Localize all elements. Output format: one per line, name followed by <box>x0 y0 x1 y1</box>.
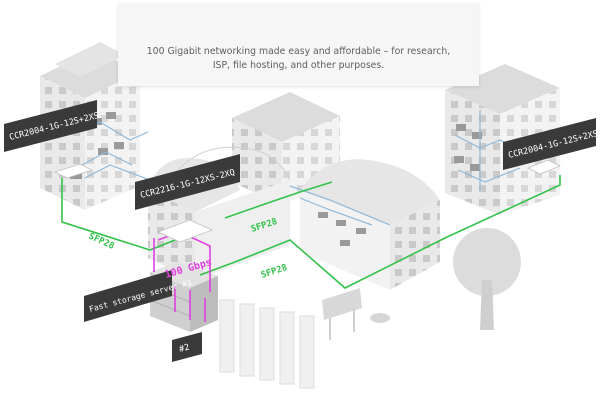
sign <box>322 288 390 340</box>
sfp28-label-bottom: SFP28 <box>260 263 289 281</box>
tree <box>453 228 521 330</box>
router-device-right <box>527 159 561 175</box>
router-device-center <box>156 219 214 243</box>
label-storage-server-2: #2 <box>172 332 202 362</box>
router-device-left <box>53 163 94 179</box>
fence <box>219 299 315 389</box>
office-desks-warehouse <box>318 212 366 246</box>
label-storage-server-2-text: #2 <box>178 343 190 355</box>
caption-text: 100 Gigabit networking made easy and aff… <box>118 45 479 73</box>
left-building <box>40 42 151 210</box>
caption-box: 100 Gigabit networking made easy and aff… <box>118 3 479 86</box>
sfp28-links <box>61 175 561 289</box>
caption-line-2: ISP, file hosting, and other purposes. <box>212 60 385 71</box>
warehouse-building <box>289 159 440 290</box>
caption-line-1: 100 Gigabit networking made easy and aff… <box>146 46 451 57</box>
